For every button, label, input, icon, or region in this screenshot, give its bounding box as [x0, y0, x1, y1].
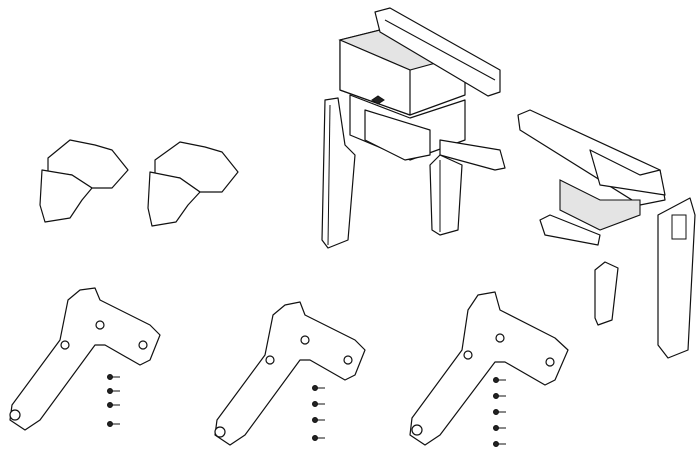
- angle-bracket-right: [147, 141, 239, 227]
- vertical-rail-center: [429, 154, 463, 236]
- screws-set-2: [312, 385, 325, 441]
- flat-bracket-1: [9, 287, 161, 431]
- mounting-block-assembly: [338, 7, 506, 171]
- angle-bracket-left: [39, 139, 129, 223]
- right-assembly: [517, 109, 696, 359]
- logo-mark: [371, 95, 385, 105]
- vertical-rail-left: [321, 97, 356, 249]
- flat-bracket-3: [409, 291, 569, 446]
- screws-set-1: [107, 374, 120, 427]
- flat-bracket-2: [214, 301, 366, 446]
- screws-set-3: [493, 377, 506, 447]
